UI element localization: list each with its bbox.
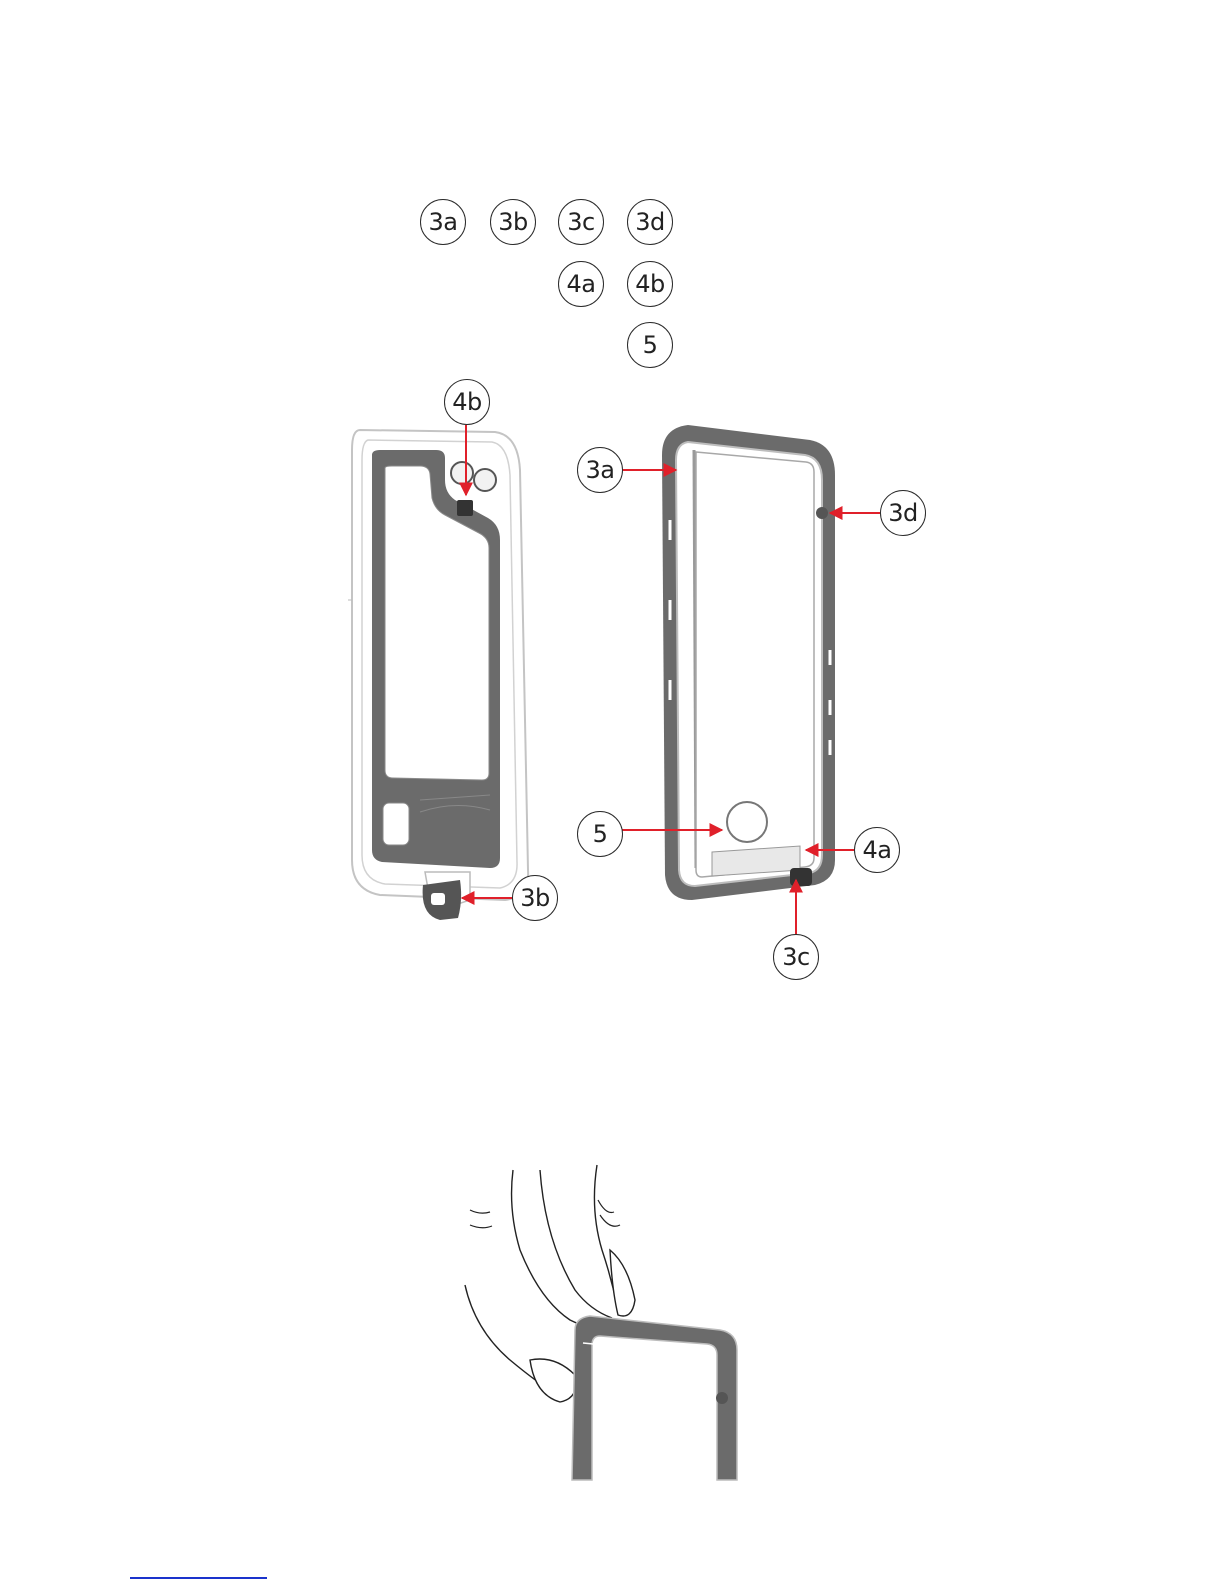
legend-badge-3a: 3a	[420, 199, 466, 245]
legend-badge-3b: 3b	[490, 199, 536, 245]
legend-badge-3c: 3c	[558, 199, 604, 245]
legend-badge-4b: 4b	[627, 261, 673, 307]
callout-badge-4b: 4b	[444, 379, 490, 425]
legend-badge-4a: 4a	[558, 261, 604, 307]
legend-badge-5: 5	[627, 322, 673, 368]
callout-badge-3c: 3c	[773, 934, 819, 980]
callout-badge-3b: 3b	[512, 875, 558, 921]
legend-badge-3d: 3d	[627, 199, 673, 245]
case-frame-illustration	[662, 425, 835, 900]
callout-badge-5: 5	[577, 811, 623, 857]
hands-pressing-illustration	[465, 1165, 737, 1480]
footer-link-underline[interactable]	[130, 1577, 267, 1579]
case-back-illustration	[348, 430, 528, 920]
callout-badge-3d: 3d	[880, 490, 926, 536]
callout-badge-4a: 4a	[854, 827, 900, 873]
callout-badge-3a: 3a	[577, 447, 623, 493]
